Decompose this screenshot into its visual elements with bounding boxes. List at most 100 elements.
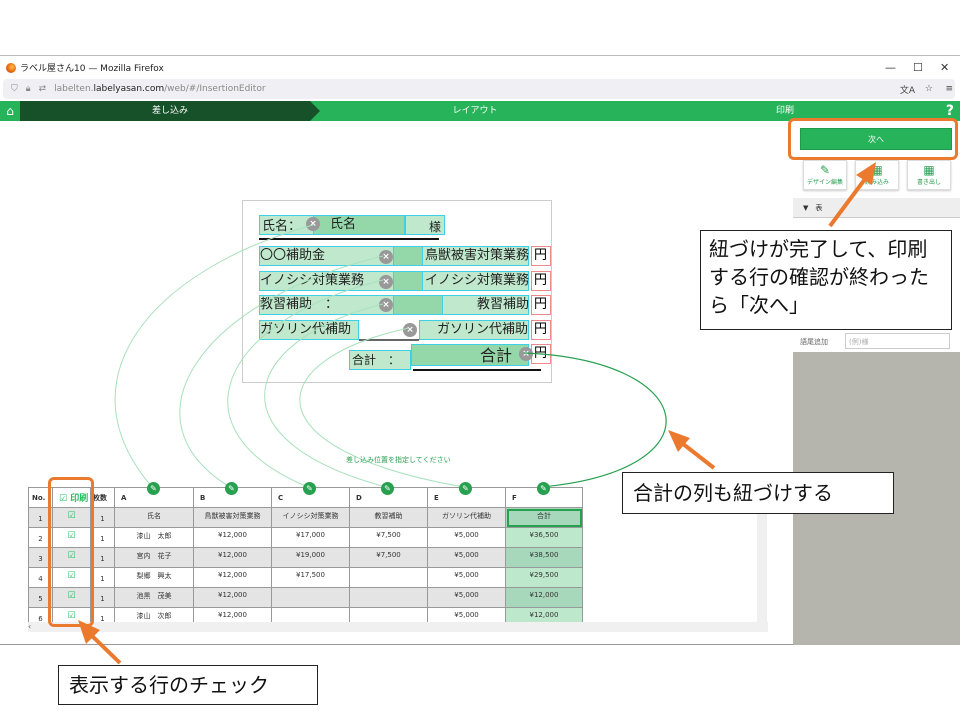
close-button[interactable]: ✕ [940, 61, 950, 74]
cell-a[interactable]: 池黒 茂美 [114, 587, 194, 608]
underline [259, 238, 439, 240]
unlink-icon[interactable]: × [379, 275, 393, 289]
gas-row-left[interactable]: ガソリン代補助 [259, 320, 359, 340]
minimize-button[interactable]: — [885, 61, 896, 74]
horizontal-scrollbar[interactable]: ‹ [28, 622, 768, 632]
cell-e[interactable]: ¥5,000 [427, 567, 506, 588]
translate-icon[interactable]: 文A [899, 85, 915, 96]
firefox-icon [6, 62, 16, 73]
url-bar[interactable]: ⛉ 🔒︎ ⇄ labelten.labelyasan.com/web/#/Ins… [3, 79, 955, 99]
maximize-button[interactable]: ☐ [913, 61, 923, 74]
table-import-icon: ▦ [871, 163, 883, 177]
step-insert[interactable]: 差し込み [20, 101, 320, 121]
link-pin-icon[interactable]: ✎ [225, 482, 238, 495]
total-field[interactable]: 合計 [411, 344, 529, 366]
cell-c[interactable] [271, 587, 350, 608]
total-label-field[interactable]: 合計 ： [349, 350, 411, 370]
link-pin-icon[interactable]: ✎ [147, 482, 160, 495]
link-pin-icon[interactable]: ✎ [459, 482, 472, 495]
cell-d[interactable]: ¥7,500 [349, 527, 428, 548]
label-preview: 氏名： 氏名 様 × 〇〇補助金 鳥獣被害対策業務 円 × イノシシ対策業務 イ… [242, 200, 552, 383]
link-pin-icon[interactable]: ✎ [381, 482, 394, 495]
cell-a[interactable]: 宮内 花子 [114, 547, 194, 568]
link-pin-icon[interactable]: ✎ [537, 482, 550, 495]
cell-e[interactable]: ¥5,000 [427, 547, 506, 568]
print-checkbox[interactable]: ☑ [52, 507, 91, 528]
cell-b[interactable]: 鳥獣被害対策業務 [193, 507, 272, 528]
unlink-icon[interactable]: × [519, 347, 533, 361]
name-label-text: 氏名： [262, 219, 302, 234]
copies-cell: 1 [90, 547, 115, 568]
cell-f[interactable]: ¥38,500 [505, 547, 583, 568]
linked-field[interactable] [393, 295, 443, 315]
row-left-text: 〇〇補助金 [260, 248, 326, 263]
cell-a[interactable]: 梨郷 興太 [114, 567, 194, 588]
copies-cell: 1 [90, 507, 115, 528]
cell-a[interactable]: 氏名 [114, 507, 194, 528]
export-button[interactable]: ▦書き出し [907, 160, 951, 190]
print-checkbox[interactable]: ☑ [52, 547, 91, 568]
cell-c[interactable]: ¥19,000 [271, 547, 350, 568]
cell-e[interactable]: ¥5,000 [427, 587, 506, 608]
row-left-text: イノシシ対策業務 [260, 273, 365, 288]
cell-e[interactable]: ¥5,000 [427, 527, 506, 548]
col-copies: 枚数 [90, 487, 115, 508]
home-icon[interactable]: ⌂ [0, 101, 20, 121]
unlink-icon[interactable]: × [403, 323, 417, 337]
cell-c[interactable]: イノシシ対策業務 [271, 507, 350, 528]
table-section-header[interactable]: ▼ 表 [793, 198, 960, 218]
callout-total: 合計の列も紐づけする [622, 472, 894, 514]
col-d[interactable]: D [349, 487, 428, 508]
copies-cell: 1 [90, 587, 115, 608]
cell-f[interactable]: ¥12,000 [505, 587, 583, 608]
cell-c[interactable]: ¥17,500 [271, 567, 350, 588]
bookmark-star-icon[interactable]: ☆ [924, 84, 933, 94]
shield-icon: ⛉ [11, 84, 18, 94]
cell-b[interactable]: ¥12,000 [193, 567, 272, 588]
help-icon[interactable]: ? [945, 103, 954, 119]
cell-f[interactable]: 合計 [505, 507, 583, 528]
next-button[interactable]: 次へ [800, 128, 952, 150]
step-layout[interactable]: レイアウト [452, 106, 498, 116]
lock-icon: 🔒︎ [25, 84, 31, 94]
cell-c[interactable]: ¥17,000 [271, 527, 350, 548]
cell-d[interactable]: ¥7,500 [349, 547, 428, 568]
suffix-label: 語尾追加 [800, 338, 828, 346]
design-edit-button[interactable]: ✎デザイン編集 [803, 160, 847, 190]
cell-b[interactable]: ¥12,000 [193, 527, 272, 548]
gas-row-right[interactable]: ガソリン代補助 [419, 320, 529, 340]
title-bar: ラベル屋さん10 — Mozilla Firefox — ☐ ✕ [0, 56, 960, 79]
link-pin-icon[interactable]: ✎ [303, 482, 316, 495]
unlink-icon[interactable]: × [379, 298, 393, 312]
import-button[interactable]: ▦読み込み [855, 160, 899, 190]
sama-field[interactable]: 様 [405, 215, 445, 235]
yen-field: 円 [531, 344, 551, 364]
cell-d[interactable] [349, 567, 428, 588]
cell-e[interactable]: ガソリン代補助 [427, 507, 506, 528]
step-print[interactable]: 印刷 [775, 106, 794, 116]
unlink-icon[interactable]: × [379, 250, 393, 264]
vertical-scrollbar[interactable] [757, 485, 767, 625]
underline [413, 369, 541, 371]
name-field[interactable]: 氏名 [313, 215, 405, 235]
highlight-next [788, 118, 958, 160]
linked-field[interactable] [393, 271, 423, 291]
url-path: /web/#/InsertionEditor [164, 84, 266, 94]
suffix-input[interactable]: (例)様 [845, 333, 950, 349]
cell-f[interactable]: ¥29,500 [505, 567, 583, 588]
row-right-text: 教習補助 [476, 297, 529, 312]
copies-cell: 1 [90, 567, 115, 588]
linked-field[interactable] [393, 246, 423, 266]
menu-icon[interactable]: ≡ [945, 84, 953, 94]
cell-f[interactable]: ¥36,500 [505, 527, 583, 548]
cell-d[interactable] [349, 587, 428, 608]
export-label: 書き出し [916, 179, 941, 186]
col-a[interactable]: A [114, 487, 194, 508]
unlink-icon[interactable]: × [306, 217, 320, 231]
cell-b[interactable]: ¥12,000 [193, 587, 272, 608]
cell-a[interactable]: 漆山 太郎 [114, 527, 194, 548]
cell-d[interactable]: 教習補助 [349, 507, 428, 528]
cell-b[interactable]: ¥12,000 [193, 547, 272, 568]
